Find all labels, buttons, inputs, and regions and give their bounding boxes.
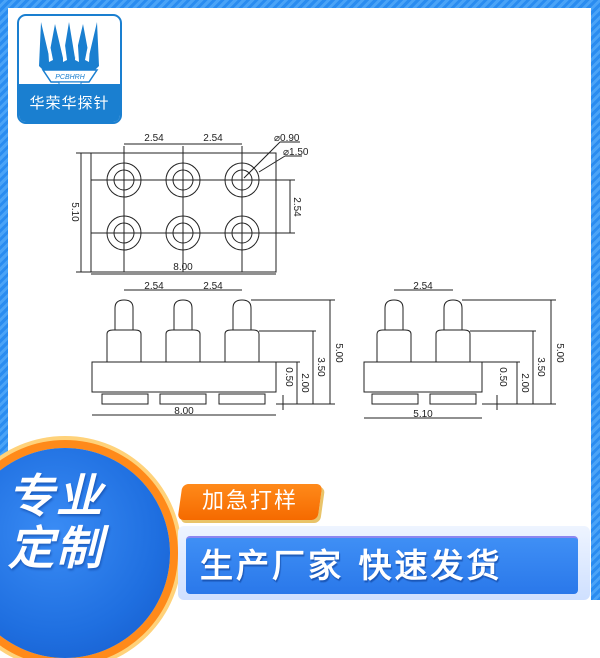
brand-logo: PCBHRH 华荣华探针 (17, 14, 122, 124)
svg-text:2.54: 2.54 (291, 197, 302, 217)
svg-text:2.54: 2.54 (413, 281, 433, 292)
promo-circle-text: 专业 定制 (8, 470, 148, 574)
svg-text:2.54: 2.54 (144, 133, 164, 144)
svg-text:2.00: 2.00 (519, 373, 530, 393)
technical-drawing: 2.54 2.54 ⌀0.90 ⌀1.50 5.10 2.54 8.00 2.5… (69, 133, 565, 420)
promo-line-2: 定制 (8, 521, 104, 575)
svg-text:2.54: 2.54 (203, 281, 223, 292)
svg-text:0.50: 0.50 (283, 367, 294, 387)
svg-text:2.54: 2.54 (144, 281, 164, 292)
svg-text:5.00: 5.00 (333, 343, 344, 363)
svg-text:2.00: 2.00 (299, 373, 310, 393)
brand-name: 华荣华探针 (19, 84, 120, 122)
svg-text:8.00: 8.00 (173, 262, 193, 273)
svg-text:3.50: 3.50 (315, 357, 326, 377)
svg-text:2.54: 2.54 (203, 133, 223, 144)
svg-text:0.50: 0.50 (497, 367, 508, 387)
express-sample-tag: 加急打样 (177, 484, 323, 520)
factory-banner: 生产厂家 快速发货 (186, 536, 578, 594)
svg-text:5.00: 5.00 (554, 343, 565, 363)
express-sample-label: 加急打样 (201, 489, 298, 514)
svg-text:8.00: 8.00 (174, 406, 194, 417)
svg-text:5.10: 5.10 (69, 202, 80, 222)
side-view-3pin: 2.54 2.54 5.00 3.50 2.00 0.50 8.00 (91, 281, 344, 417)
top-view: 2.54 2.54 ⌀0.90 ⌀1.50 5.10 2.54 8.00 (69, 133, 309, 275)
crown-probe-icon: PCBHRH (39, 22, 99, 87)
svg-text:PCBHRH: PCBHRH (55, 74, 86, 81)
svg-text:5.10: 5.10 (413, 409, 433, 420)
promo-line-1: 专业 (8, 469, 104, 523)
svg-text:3.50: 3.50 (535, 357, 546, 377)
svg-text:⌀1.50: ⌀1.50 (283, 147, 309, 158)
side-view-2pin: 2.54 5.00 3.50 2.00 0.50 5.10 (363, 281, 565, 420)
svg-text:⌀0.90: ⌀0.90 (274, 133, 300, 144)
factory-banner-text: 生产厂家 快速发货 (200, 546, 503, 585)
pin-holes (106, 162, 260, 251)
